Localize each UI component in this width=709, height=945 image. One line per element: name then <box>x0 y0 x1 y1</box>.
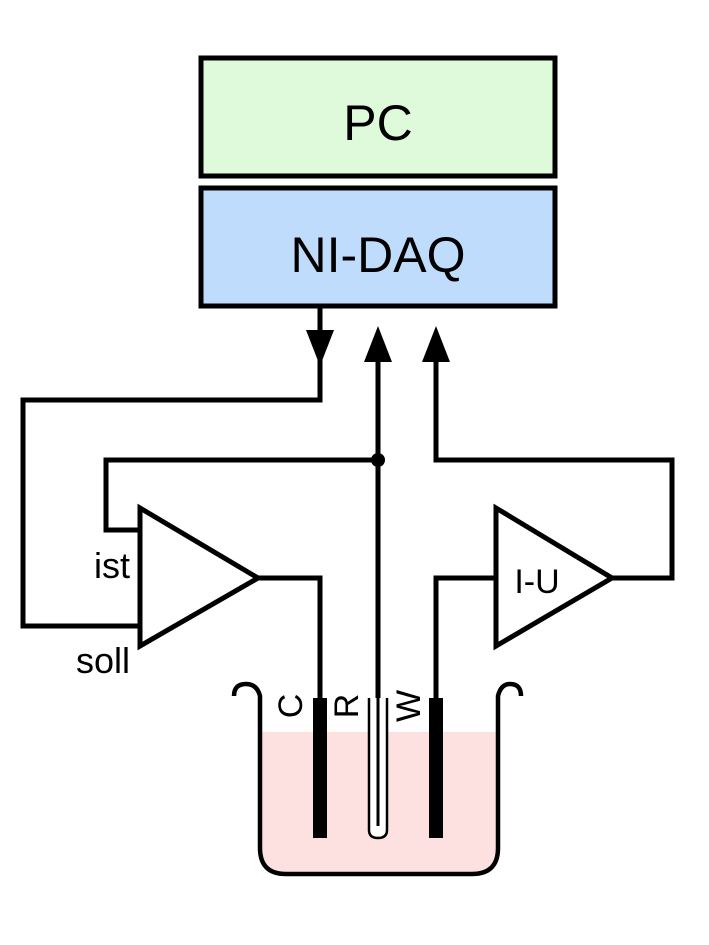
iu-label: I-U <box>514 563 559 601</box>
daq-box <box>198 185 558 309</box>
potentiostat-amplifier <box>137 503 263 651</box>
daq-label: NI-DAQ <box>291 227 466 283</box>
arrow-up-icon <box>364 326 392 362</box>
iu-output-wire <box>433 340 675 581</box>
counter-wire <box>258 575 323 700</box>
ist-wire <box>103 457 378 533</box>
counter-electrode-label: C <box>272 694 310 719</box>
arrow-up-icon <box>422 326 450 362</box>
reference-electrode-label: R <box>328 694 366 719</box>
ist-label: ist <box>94 545 130 586</box>
counter-electrode <box>313 698 327 838</box>
beaker <box>231 681 524 877</box>
soll-label: soll <box>76 640 130 681</box>
pc-box <box>198 55 558 179</box>
soll-wire <box>20 308 323 629</box>
working-electrode <box>429 698 443 838</box>
working-wire <box>433 575 496 700</box>
junction-dot <box>371 453 385 467</box>
pc-label: PC <box>343 95 412 151</box>
wiring <box>20 308 675 700</box>
iu-converter-amplifier <box>493 503 617 651</box>
working-electrode-label: W <box>390 690 428 722</box>
arrow-down-icon <box>306 330 334 366</box>
